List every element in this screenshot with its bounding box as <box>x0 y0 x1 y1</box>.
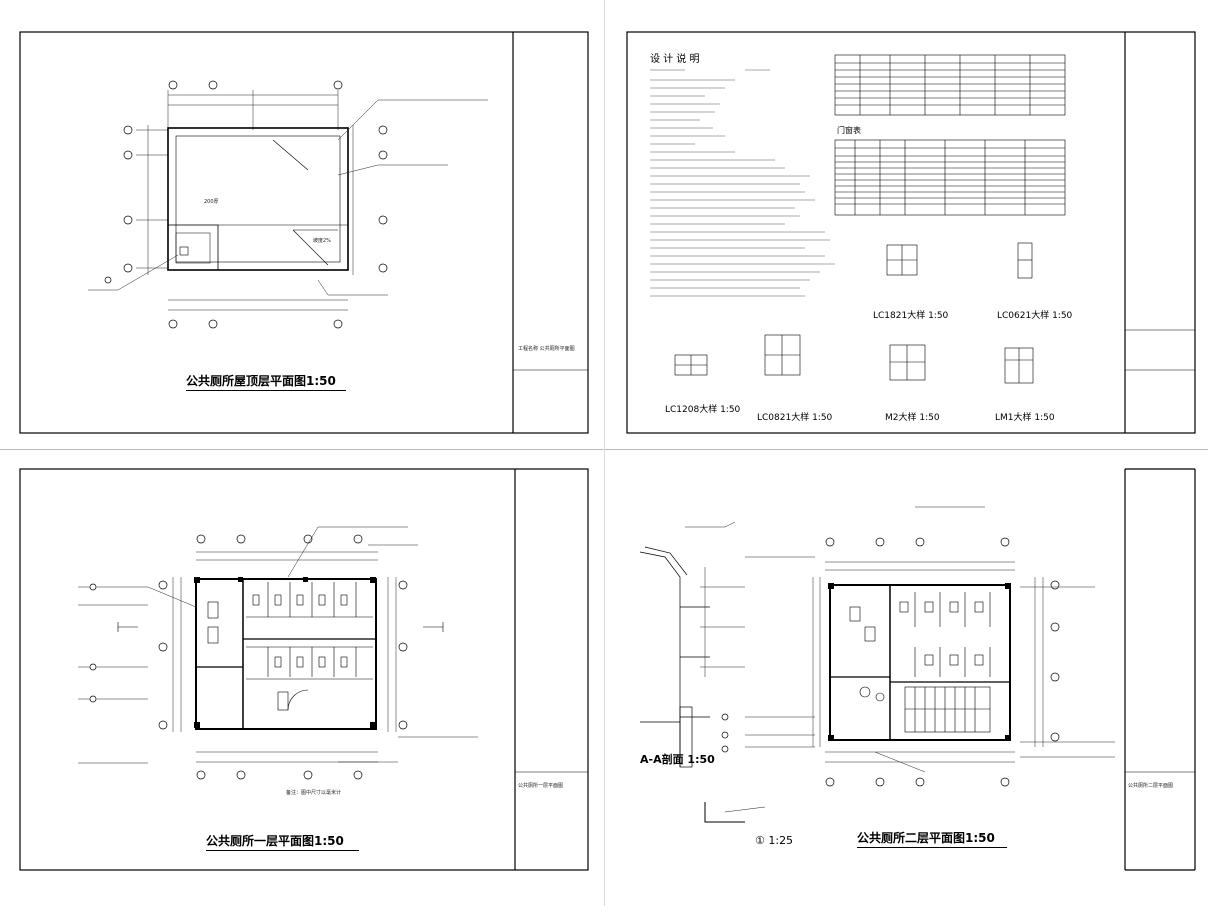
svg-text:公共厕所一层平面图: 公共厕所一层平面图 <box>518 782 563 789</box>
svg-text:坡度2%: 坡度2% <box>313 237 331 244</box>
floor1-plan-drawing: 备注：图中尺寸以毫米计 公共厕所一层平面图 <box>19 468 589 871</box>
sheet-floor1-plan[interactable]: 备注：图中尺寸以毫米计 公共厕所一层平面图 公共厕所一层平面图1:50 <box>18 467 590 872</box>
detail-label-m2: M2大样 1:50 <box>885 413 940 423</box>
floor2-plan-title-underline <box>857 847 1007 848</box>
roof-plan-drawing: 200厚 坡度2% 工程名称 公共厕所平面图 <box>19 31 589 434</box>
detail-label-lc0621: LC0621大样 1:50 <box>997 311 1073 321</box>
floor2-section-label: A-A剖面 1:50 <box>640 753 715 766</box>
svg-text:备注：图中尺寸以毫米计: 备注：图中尺寸以毫米计 <box>286 789 341 796</box>
design-notes-heading: 设 计 说 明 <box>650 54 700 65</box>
roof-plan-title: 公共厕所屋顶层平面图1:50 <box>186 374 336 388</box>
svg-text:200厚: 200厚 <box>204 199 219 205</box>
detail-label-lc0821: LC0821大样 1:50 <box>757 413 833 423</box>
svg-text:工程名称 公共厕所平面图: 工程名称 公共厕所平面图 <box>518 345 575 352</box>
floor2-plan-title: 公共厕所二层平面图1:50 <box>857 831 995 845</box>
quadrant-separator-vertical <box>604 0 605 906</box>
floor1-plan-title: 公共厕所一层平面图1:50 <box>206 834 344 848</box>
sheet-roof-plan[interactable]: 200厚 坡度2% 工程名称 公共厕所平面图 公共厕所屋顶层平面图1:50 <box>18 30 590 435</box>
design-notes-drawing <box>626 31 1196 434</box>
svg-text:公共厕所二层平面图: 公共厕所二层平面图 <box>1128 782 1173 789</box>
floor1-plan-title-underline <box>206 850 359 851</box>
floor2-plan-drawing: 公共厕所二层平面图 <box>639 468 1196 871</box>
roof-plan-title-underline <box>186 390 346 391</box>
sheet-design-notes[interactable]: 设 计 说 明 门窗表 LC1821大样 1:50 LC0621大样 1:50 … <box>625 30 1197 435</box>
detail-label-lm1: LM1大样 1:50 <box>995 413 1055 423</box>
floor2-detail-label: ① 1:25 <box>755 834 794 847</box>
sheet-floor2-plan[interactable]: 公共厕所二层平面图 A-A剖面 1:50 ① 1:25 公共厕所二层平面图1:5… <box>625 467 1197 872</box>
detail-label-lc1821: LC1821大样 1:50 <box>873 311 949 321</box>
door-window-table-title: 门窗表 <box>837 126 861 135</box>
detail-label-lc1208: LC1208大样 1:50 <box>665 405 741 415</box>
